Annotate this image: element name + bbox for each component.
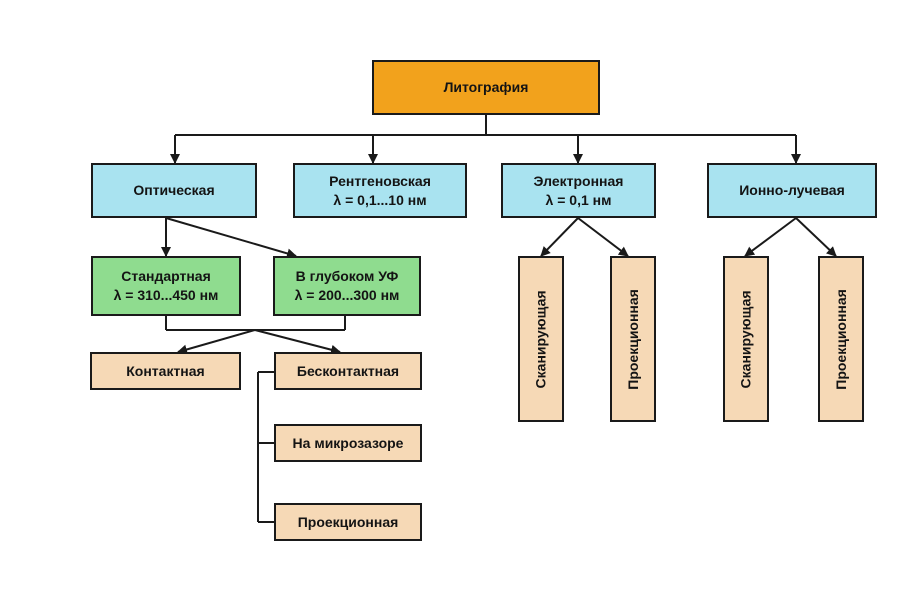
category-label: Электронная <box>533 172 624 189</box>
arrow-to-ion-scanning <box>744 217 797 257</box>
category-label: Ионно-лучевая <box>739 182 845 199</box>
category-wavelength: λ = 0,1...10 нм <box>333 191 427 208</box>
subtype-deep-uv: В глубоком УФ λ = 200...300 нм <box>273 256 421 316</box>
leaf-label: Проекционная <box>832 288 849 390</box>
leaf-label: На микрозазоре <box>292 434 404 451</box>
leaf-label: Бесконтактная <box>296 362 400 379</box>
subtype-wavelength: λ = 310...450 нм <box>113 287 219 303</box>
subtype-label: В глубоком УФ <box>295 268 399 285</box>
leaf-label: Сканирующая <box>532 289 549 388</box>
category-xray: Рентгеновская λ = 0,1...10 нм <box>293 163 467 218</box>
leaf-optical-projection: Проекционная <box>274 503 422 541</box>
leaf-electron-projection: Проекционная <box>610 256 656 422</box>
subtype-wavelength: λ = 200...300 нм <box>294 287 400 303</box>
leaf-label: Контактная <box>126 362 205 379</box>
category-electron: Электронная λ = 0,1 нм <box>501 163 656 218</box>
root-node: Литография <box>372 60 600 115</box>
category-label: Оптическая <box>133 182 215 199</box>
subtype-standard: Стандартная λ = 310...450 нм <box>91 256 241 316</box>
leaf-contact: Контактная <box>90 352 241 390</box>
arrow-to-non-contact <box>254 329 341 355</box>
subtype-label: Стандартная <box>121 268 211 285</box>
leaf-ion-projection: Проекционная <box>818 256 864 422</box>
root-label: Литография <box>443 79 529 96</box>
leaf-micro-gap: На микрозазоре <box>274 424 422 462</box>
arrow-to-electron-scanning <box>540 217 579 257</box>
leaf-ion-scanning: Сканирующая <box>723 256 769 422</box>
arrow-to-ion-projection <box>795 217 837 257</box>
arrow-to-electron-projection <box>577 217 629 257</box>
arrow-to-deep-uv <box>165 217 297 259</box>
leaf-label: Сканирующая <box>737 289 754 388</box>
arrow-to-contact <box>177 329 256 355</box>
leaf-electron-scanning: Сканирующая <box>518 256 564 422</box>
category-ion-beam: Ионно-лучевая <box>707 163 877 218</box>
leaf-non-contact: Бесконтактная <box>274 352 422 390</box>
leaf-label: Проекционная <box>624 288 641 390</box>
category-optical: Оптическая <box>91 163 257 218</box>
leaf-label: Проекционная <box>297 513 399 530</box>
category-wavelength: λ = 0,1 нм <box>545 191 612 208</box>
category-label: Рентгеновская <box>329 172 431 189</box>
